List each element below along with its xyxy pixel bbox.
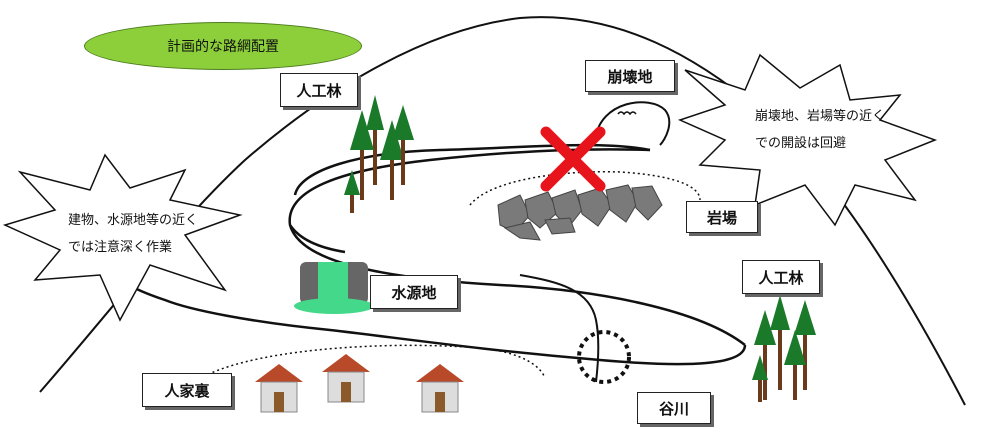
house-area-arc [194, 344, 546, 383]
title-oval: 計画的な路網配置 [84, 22, 362, 70]
callout-left-burst [2, 153, 243, 322]
label-valley: 谷川 [637, 392, 711, 424]
house-2 [322, 354, 370, 403]
label-collapse: 崩壊地 [585, 60, 675, 92]
label-forest-right: 人工林 [742, 260, 820, 294]
diagram-title: 計画的な路網配置 [167, 39, 279, 55]
forest-road [111, 148, 747, 366]
label-house-back: 人家裏 [142, 373, 232, 407]
callout-left-text: 建物、水源地等の近く では注意深く作業 [68, 207, 198, 261]
callout-right-line-1: 崩壊地、岩場等の近く [755, 109, 886, 124]
house-1 [255, 364, 303, 413]
stream-crossing-circle [577, 330, 631, 384]
callout-right-text: 崩壊地、岩場等の近く での開設は回避 [755, 103, 885, 157]
callout-left-line-2: では注意深く作業 [68, 240, 173, 255]
waterfall-icon [294, 262, 374, 314]
callout-right-burst [677, 53, 938, 227]
callout-left-line-1: 建物、水源地等の近く [68, 213, 199, 228]
rock-cluster [497, 184, 663, 241]
collapse-area [594, 101, 671, 146]
forest-road-upper [293, 143, 651, 196]
label-water-source: 水源地 [370, 275, 458, 309]
collapse-hatch [617, 111, 637, 116]
label-rock: 岩場 [686, 201, 758, 233]
forest-right-trees [752, 295, 816, 402]
avoid-x-mark [540, 126, 606, 192]
label-forest-top: 人工林 [280, 73, 358, 107]
callout-right-line-2: での開設は回避 [755, 136, 847, 151]
rock-area-outline [469, 171, 701, 206]
stream-line [519, 274, 600, 383]
house-3 [416, 364, 464, 413]
forest-top-trees [344, 95, 414, 213]
